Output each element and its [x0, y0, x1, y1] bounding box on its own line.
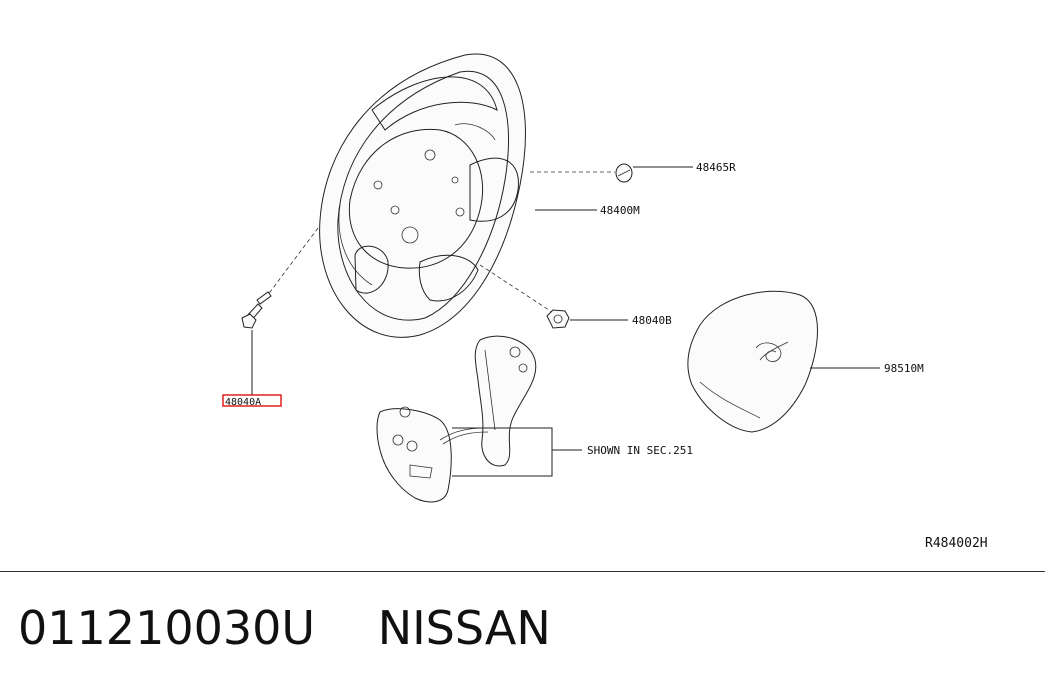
note-shown-in-sec: SHOWN IN SEC.251 [587, 444, 693, 457]
brand-name: NISSAN [377, 601, 551, 655]
steering-wheel [319, 53, 526, 338]
caption: 011210030U NISSAN [18, 598, 551, 658]
parts-diagram: 48465R 48400M 48040B 48040A 98510M [222, 53, 988, 551]
dash-line-bolt [263, 227, 319, 301]
callout-48400M: 48400M [600, 204, 640, 217]
drawing-id: R484002H [925, 536, 988, 551]
bracket-switches [452, 427, 582, 477]
dash-line-nut [479, 264, 553, 313]
part-number: 011210030U [18, 601, 316, 655]
nut-part [546, 309, 570, 329]
airbag-module [687, 290, 818, 433]
highlight-box-bolt [222, 394, 282, 407]
bolt-part [241, 291, 272, 329]
callout-98510M: 98510M [884, 362, 924, 375]
retainer-part [615, 163, 633, 183]
callout-48040B: 48040B [632, 314, 672, 327]
switch-assembly [376, 335, 537, 503]
caption-divider [0, 571, 1045, 572]
callout-48465R: 48465R [696, 161, 736, 174]
callout-48040A: 48040A [225, 397, 261, 408]
